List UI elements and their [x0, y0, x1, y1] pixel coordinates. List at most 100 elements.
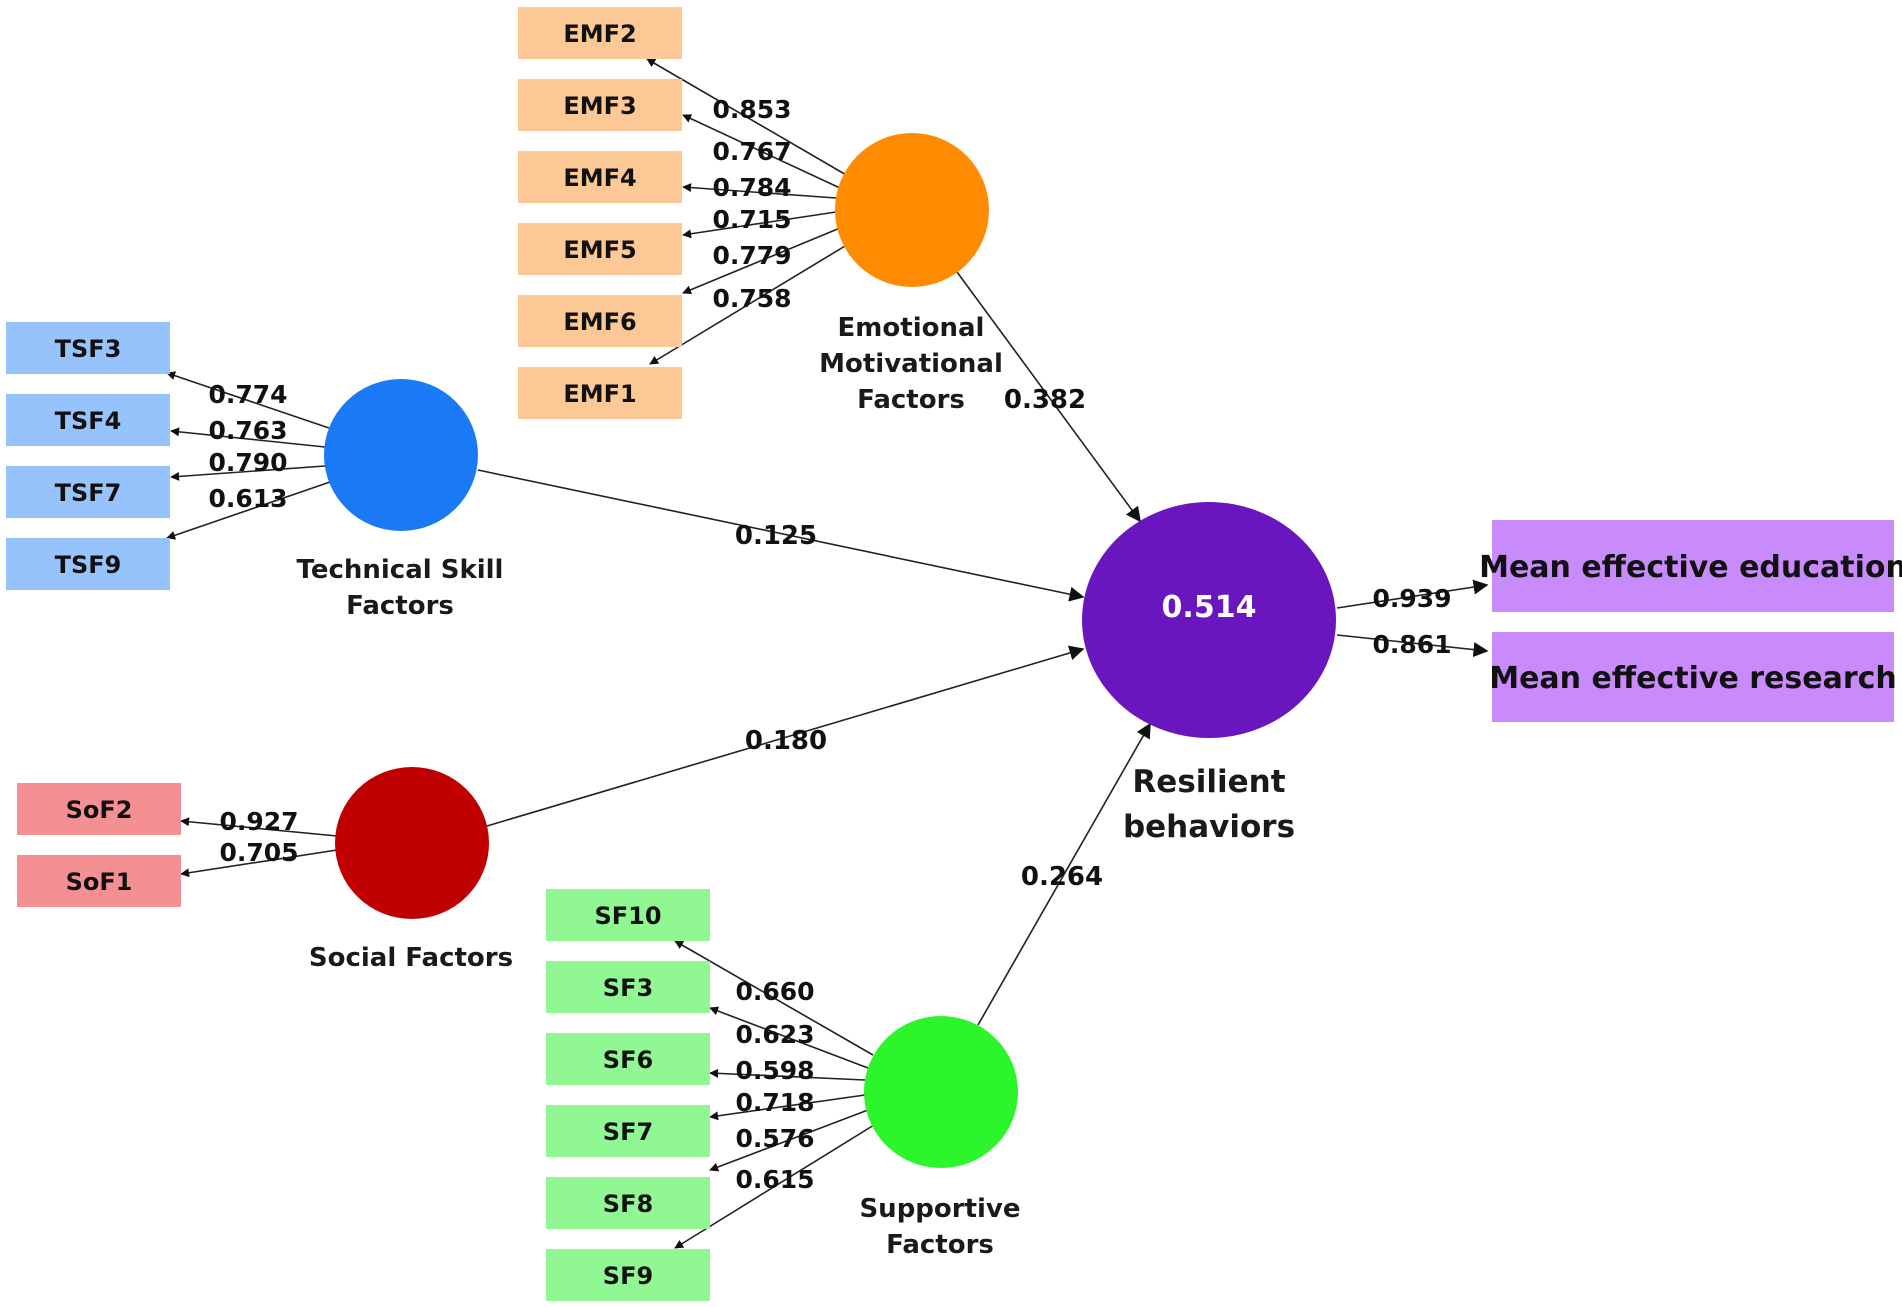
path-arrow-emotional: [956, 271, 1141, 523]
outcome-loading-mean-effective-education: 0.939: [1372, 584, 1451, 613]
indicator-label-sf9: SF9: [603, 1262, 653, 1290]
resilient-behaviors-label-line2: behaviors: [1123, 809, 1295, 845]
path-coefficient-technical: 0.125: [735, 521, 817, 551]
indicator-label-emf4: EMF4: [563, 164, 636, 192]
emotional-factors-label-line3: Factors: [857, 385, 965, 415]
loading-value-sof2: 0.927: [219, 807, 298, 836]
indicator-box-sf8: [546, 1177, 710, 1229]
indicator-box-tsf3: [6, 322, 170, 374]
indicator-label-emf2: EMF2: [563, 20, 636, 48]
loading-value-tsf7: 0.790: [208, 448, 287, 477]
path-arrow-supportive: [977, 722, 1151, 1026]
outcome-box-mean-effective-education: [1492, 520, 1894, 612]
indicator-box-emf6: [518, 295, 682, 347]
indicator-box-emf1: [518, 367, 682, 419]
loading-value-tsf4: 0.763: [208, 416, 287, 445]
indicator-box-sof2: [17, 783, 181, 835]
emotional-factors-label-line1: Emotional: [838, 313, 985, 343]
loading-arrow-emf2: [646, 58, 849, 177]
outcome-label-mean-effective-education: Mean effective education: [1479, 550, 1902, 585]
indicator-label-emf6: EMF6: [563, 308, 636, 336]
supportive-factors-label-line1: Supportive: [859, 1194, 1020, 1224]
path-arrow-social: [486, 645, 1085, 827]
loading-value-sf6: 0.598: [735, 1056, 814, 1085]
loading-arrow-tsf3: [166, 371, 330, 429]
loading-arrow-sf8: [709, 1109, 869, 1172]
indicator-label-tsf7: TSF7: [55, 479, 122, 507]
loading-value-emf3: 0.767: [712, 137, 791, 166]
outcome-loading-mean-effective-research: 0.861: [1372, 630, 1451, 659]
resilient-behaviors-node: [1082, 502, 1336, 738]
supportive-factors-label-line2: Factors: [886, 1230, 994, 1260]
indicator-box-emf2: [518, 7, 682, 59]
supportive-factors-node: [864, 1016, 1018, 1168]
indicator-box-sf3: [546, 961, 710, 1013]
indicator-label-tsf9: TSF9: [55, 551, 122, 579]
loading-arrow-tsf4: [170, 427, 326, 448]
indicator-box-sof1: [17, 855, 181, 907]
indicator-box-sf10: [546, 889, 710, 941]
loading-arrow-emf3: [682, 114, 841, 189]
loading-value-sf10: 0.660: [735, 977, 814, 1006]
loading-arrow-emf4: [682, 183, 837, 199]
loading-value-sof1: 0.705: [219, 838, 298, 867]
path-coefficient-supportive: 0.264: [1021, 862, 1103, 892]
loading-value-tsf9: 0.613: [208, 484, 287, 513]
loading-arrow-sof1: [180, 849, 338, 878]
structural-path-lines: [477, 271, 1489, 1026]
loading-value-emf4: 0.784: [712, 173, 791, 202]
path-coefficient-social: 0.180: [745, 726, 827, 756]
technical-skill-factors-label-line1: Technical Skill: [297, 555, 504, 585]
outcome-label-mean-effective-research: Mean effective research: [1489, 661, 1897, 696]
indicator-box-tsf9: [6, 538, 170, 590]
indicator-box-sf7: [546, 1105, 710, 1157]
indicator-label-emf1: EMF1: [563, 380, 636, 408]
indicator-label-sf7: SF7: [603, 1118, 653, 1146]
indicator-box-tsf4: [6, 394, 170, 446]
outcome-box-mean-effective-research: [1492, 632, 1894, 722]
loading-arrow-tsf9: [166, 481, 331, 540]
loading-lines: [166, 58, 875, 1249]
technical-skill-factors-node: [324, 379, 478, 531]
social-factors-label: Social Factors: [309, 943, 513, 973]
indicator-box-sf9: [546, 1249, 710, 1301]
loading-value-sf7: 0.718: [735, 1088, 814, 1117]
indicator-label-sof2: SoF2: [66, 796, 133, 824]
indicator-box-tsf7: [6, 466, 170, 518]
latent-variable-circles: [324, 133, 1336, 1168]
indicator-box-sf6: [546, 1033, 710, 1085]
loading-arrow-sof2: [180, 817, 338, 837]
path-coefficient-emotional: 0.382: [1004, 385, 1086, 415]
indicator-label-sf10: SF10: [594, 902, 661, 930]
loading-value-sf9: 0.615: [735, 1165, 814, 1194]
loading-arrow-sf3: [709, 1006, 869, 1069]
loading-arrow-sf6: [709, 1068, 866, 1081]
loading-arrow-emf5: [682, 211, 837, 239]
loading-value-tsf3: 0.774: [208, 380, 287, 409]
indicator-label-sf3: SF3: [603, 974, 653, 1002]
outcome-arrow-mean-effective-research: [1336, 634, 1489, 658]
emotional-factors-node: [835, 133, 989, 287]
indicator-label-emf3: EMF3: [563, 92, 636, 120]
loading-value-emf1: 0.758: [712, 284, 791, 313]
indicator-label-tsf3: TSF3: [55, 335, 122, 363]
loading-arrow-emf6: [682, 227, 841, 295]
indicator-box-emf4: [518, 151, 682, 203]
loading-arrow-tsf7: [170, 465, 326, 481]
path-arrow-technical: [477, 469, 1085, 602]
loading-value-sf8: 0.576: [735, 1124, 814, 1153]
resilient-r-squared: 0.514: [1162, 590, 1257, 625]
diagram-labels: Emotional Motivational Factors Technical…: [55, 20, 1902, 1290]
loading-value-emf5: 0.715: [712, 205, 791, 234]
indicator-label-sf8: SF8: [603, 1190, 653, 1218]
indicator-box-emf5: [518, 223, 682, 275]
indicator-label-tsf4: TSF4: [55, 407, 122, 435]
loading-value-emf2: 0.853: [712, 95, 791, 124]
social-factors-node: [335, 767, 489, 919]
indicator-box-emf3: [518, 79, 682, 131]
indicator-boxes: [6, 7, 1894, 1301]
indicator-label-emf5: EMF5: [563, 236, 636, 264]
loading-arrow-emf1: [649, 242, 851, 365]
technical-skill-factors-label-line2: Factors: [346, 591, 454, 621]
